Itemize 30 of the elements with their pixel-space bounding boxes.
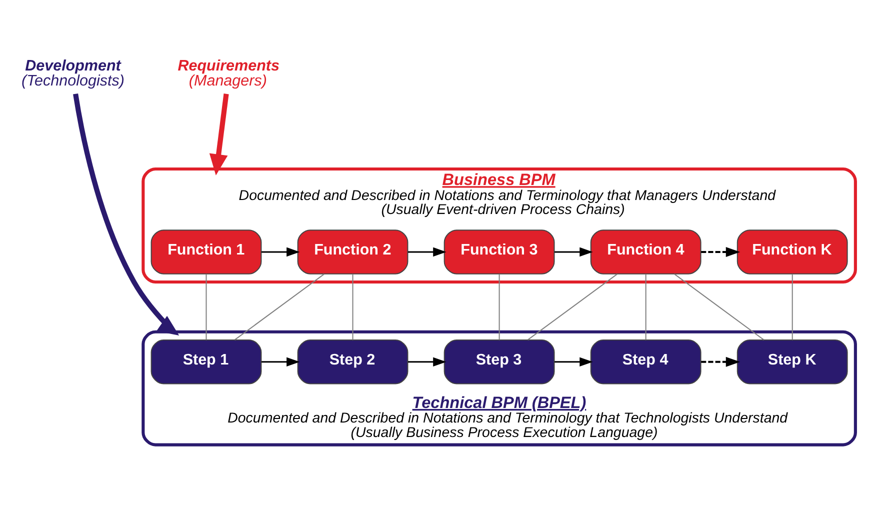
arrow bbox=[408, 246, 446, 256]
arrow bbox=[554, 246, 592, 256]
connector bbox=[527, 273, 618, 340]
node-box: Function 2 bbox=[296, 229, 408, 274]
node-box: Function 3 bbox=[443, 229, 554, 274]
node-text: Development (Technologists) bbox=[21, 56, 124, 90]
arrow bbox=[260, 246, 300, 256]
arrow bbox=[72, 93, 179, 335]
arrow bbox=[700, 356, 740, 366]
connector bbox=[352, 274, 353, 340]
connector bbox=[644, 274, 646, 340]
arrow bbox=[208, 93, 228, 175]
node-box: Step 3 bbox=[443, 338, 554, 384]
node-box: Step 4 bbox=[590, 338, 701, 384]
arrow bbox=[554, 356, 592, 366]
node-text: Requirements (Managers) bbox=[177, 56, 279, 90]
arrow bbox=[260, 356, 300, 366]
connector bbox=[234, 273, 324, 340]
node-box: Function 4 bbox=[590, 229, 701, 274]
arrow bbox=[700, 246, 740, 256]
connector bbox=[791, 274, 792, 340]
connector bbox=[205, 274, 206, 340]
connector bbox=[498, 274, 500, 340]
arrow bbox=[408, 356, 446, 366]
node-box: Step K bbox=[736, 338, 848, 384]
node-box: Function K bbox=[736, 229, 848, 274]
node-box: Step 2 bbox=[296, 338, 408, 384]
connector bbox=[674, 273, 764, 340]
node-box: Step 1 bbox=[150, 338, 262, 384]
node-box: Function 1 bbox=[150, 229, 262, 274]
